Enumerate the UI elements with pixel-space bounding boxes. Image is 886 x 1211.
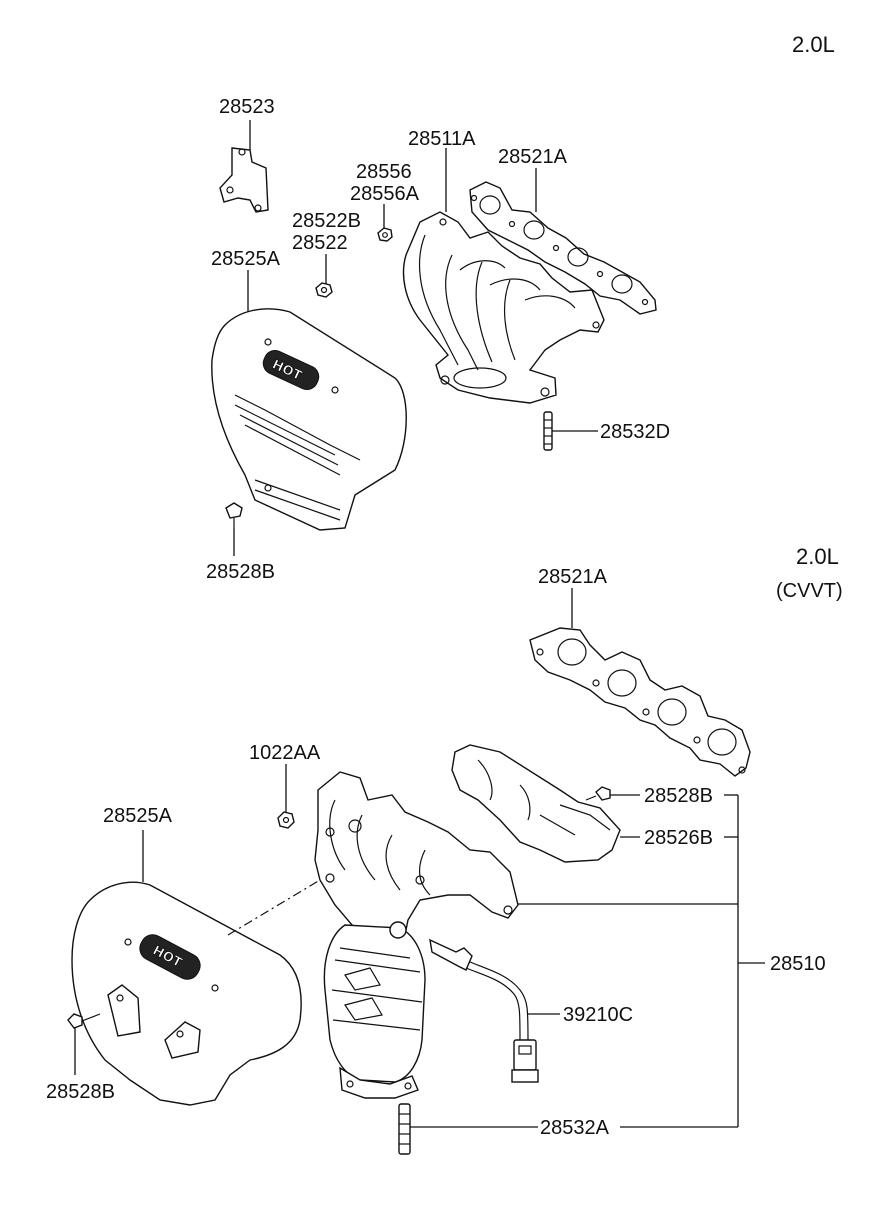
- bolt-28528B-right: [585, 786, 611, 801]
- bracket-28523: [219, 147, 269, 213]
- bolt-28528B-top: [225, 502, 243, 528]
- engine-label-top: 2.0L: [792, 32, 835, 57]
- engine-label-bottom: 2.0L: [796, 544, 839, 569]
- bolt-28528B-left: [67, 1013, 101, 1029]
- part-label-28522: 28522: [292, 232, 348, 254]
- part-label-28525A-bottom: 28525A: [103, 805, 172, 827]
- part-label-39210C: 39210C: [563, 1004, 634, 1026]
- part-label-28556A: 28556A: [350, 183, 419, 205]
- stud-28532D: [543, 411, 553, 451]
- leader-28510: [518, 794, 765, 1128]
- manifold-converter-28510: [314, 771, 519, 1099]
- nut-1022AA: [277, 811, 295, 829]
- nut-28522: [315, 282, 333, 298]
- part-label-28523: 28523: [219, 96, 275, 118]
- part-label-28528B-right: 28528B: [644, 785, 713, 807]
- gasket-28521A-bottom: [529, 627, 751, 777]
- part-label-28510: 28510: [770, 953, 826, 975]
- variant-label-bottom: (CVVT): [776, 580, 843, 602]
- part-label-28525A-top: 28525A: [211, 248, 280, 270]
- part-label-28532A: 28532A: [540, 1117, 609, 1139]
- part-label-1022AA: 1022AA: [249, 742, 321, 764]
- part-label-28528B-left: 28528B: [46, 1081, 115, 1103]
- part-label-28556: 28556: [356, 161, 412, 183]
- heat-shield-28525A-top: HOT: [211, 308, 407, 531]
- exhaust-manifold-28511A: [402, 211, 605, 404]
- part-label-28528B-top: 28528B: [206, 561, 275, 583]
- part-label-28532D: 28532D: [600, 421, 671, 443]
- part-label-28521A-top: 28521A: [498, 146, 567, 168]
- oxygen-sensor-39210C: [429, 938, 539, 1083]
- nut-28556: [377, 227, 393, 242]
- alignment-line: [227, 879, 321, 936]
- heat-shield-28526B: [451, 744, 621, 863]
- part-label-28526B: 28526B: [644, 827, 713, 849]
- part-label-28522B: 28522B: [292, 210, 361, 232]
- gasket-28521A-top: [469, 181, 657, 315]
- heat-shield-28525A-bottom: HOT: [71, 881, 302, 1106]
- part-label-28511A: 28511A: [408, 128, 476, 150]
- stud-28532A: [398, 1103, 411, 1155]
- part-label-28521A-bottom: 28521A: [538, 566, 607, 588]
